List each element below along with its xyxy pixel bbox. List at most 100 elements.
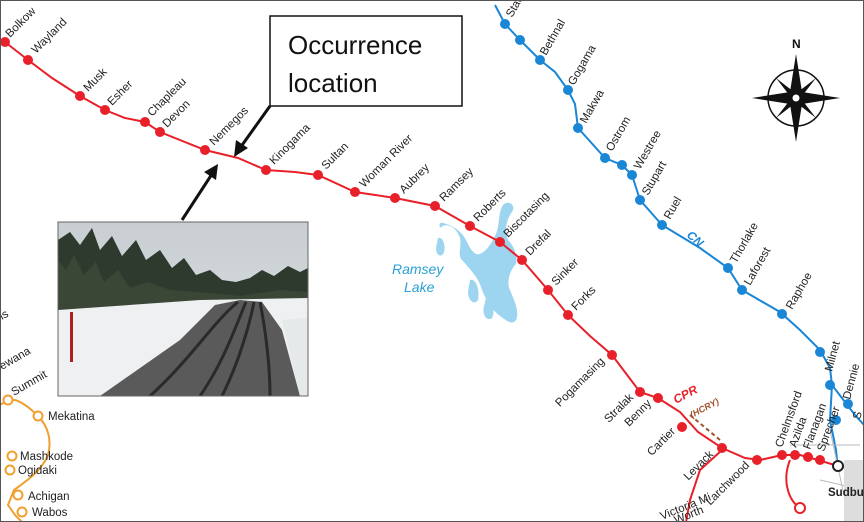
station-label: Cartier <box>645 426 678 459</box>
cn-dot <box>535 55 545 65</box>
station-label: Kinogama <box>268 122 314 168</box>
compass-rose-icon <box>752 54 840 142</box>
cn-dot <box>500 19 510 29</box>
sudbury-bar <box>844 460 864 522</box>
cpr-dot <box>200 145 210 155</box>
callout-arrow <box>234 105 272 157</box>
callout-line1: Occurrence <box>288 30 422 60</box>
other-line <box>0 399 51 522</box>
station-label: Dennie <box>841 362 862 400</box>
station-label: Ruel <box>662 195 684 221</box>
cn-dot <box>657 220 667 230</box>
station-label: ewana <box>0 345 33 373</box>
cpr-dot <box>430 201 440 211</box>
other-dot <box>6 450 18 462</box>
cpr-station-dots <box>0 37 825 465</box>
cpr-dot <box>261 165 271 175</box>
station-label: Summit <box>10 368 50 398</box>
cpr-dot <box>543 285 553 295</box>
station-label: Stac <box>504 0 526 20</box>
cn-dot <box>573 123 583 133</box>
cpr-dot <box>155 127 165 137</box>
station-label: Raphoe <box>784 271 815 312</box>
cn-dot <box>737 285 747 295</box>
station-label: Forks <box>570 284 599 313</box>
cn-dot <box>825 380 835 390</box>
cn-dot <box>831 415 841 425</box>
station-label: Ramsey <box>438 166 476 204</box>
cn-station-dots <box>500 19 853 425</box>
cn-dot <box>635 195 645 205</box>
sudbury-dot <box>794 502 806 514</box>
cpr-dot <box>23 55 33 65</box>
cn-dot <box>600 153 610 163</box>
lake-label-line1: Ramsey <box>392 261 444 277</box>
station-label: Sinker <box>550 256 582 288</box>
cpr-dot <box>350 187 360 197</box>
cpr-dot <box>563 310 573 320</box>
compass-north-label: N <box>792 37 801 51</box>
other-station-dots <box>2 394 44 518</box>
callout-box <box>269 15 463 107</box>
cpr-dot <box>677 422 687 432</box>
other-station-labels: ls ewana Summit Mekatina Mashkode Ogidak… <box>0 308 95 519</box>
other-dot <box>4 464 16 476</box>
station-label: Achigan <box>28 491 70 503</box>
station-label: Musk <box>82 66 110 94</box>
cpr-dot <box>752 455 762 465</box>
cpr-dot <box>635 387 645 397</box>
cpr-dot <box>140 117 150 127</box>
cn-station-labels: Stac Bethnal Gogama Makwa Ostrom Westree… <box>504 0 864 421</box>
cn-dot <box>815 347 825 357</box>
other-dot <box>2 394 14 406</box>
cn-dot <box>843 399 853 409</box>
other-dot <box>16 506 28 518</box>
hcry-railway-label: (HCRY) <box>688 396 720 420</box>
cpr-dot <box>803 452 813 462</box>
station-label: Mekatina <box>48 411 95 423</box>
cpr-dot <box>790 450 800 460</box>
cn-dot <box>723 263 733 273</box>
cpr-dot <box>0 37 10 47</box>
station-label: Wabos <box>32 507 68 519</box>
station-label: Sultan <box>320 141 352 173</box>
station-label: Wayland <box>30 16 70 56</box>
station-label: Milnet <box>823 339 843 373</box>
cn-dot <box>627 170 637 180</box>
station-label: Aubrey <box>398 162 432 196</box>
cpr-dot <box>517 255 527 265</box>
cpr-dot <box>717 443 727 453</box>
cn-dot <box>563 85 573 95</box>
cpr-branch <box>685 449 723 522</box>
cpr-branch-2 <box>785 459 801 509</box>
lake-label-line2: Lake <box>404 279 435 295</box>
cpr-railway-label: CPR <box>671 382 700 406</box>
cpr-dot <box>815 455 825 465</box>
cn-dot <box>777 309 787 319</box>
cpr-dot <box>607 350 617 360</box>
station-label: Makwa <box>578 87 607 125</box>
station-label: Gogama <box>566 43 599 88</box>
other-dot <box>32 410 44 422</box>
photo-arrow <box>180 164 218 221</box>
station-label: Pogamasing <box>553 356 607 410</box>
station-label: S <box>851 410 864 421</box>
cpr-dot <box>313 170 323 180</box>
sudbury-dot <box>832 460 844 472</box>
station-label: Ogidaki <box>18 465 57 477</box>
other-dot <box>12 489 24 501</box>
station-label: Bethnal <box>538 18 568 58</box>
cpr-dot <box>75 91 85 101</box>
cpr-dot <box>777 450 787 460</box>
station-label: Esher <box>106 78 136 108</box>
station-label: Laforest <box>742 245 774 288</box>
cpr-dot <box>390 193 400 203</box>
cn-railway-label: CN <box>684 228 706 250</box>
station-label: Mashkode <box>20 451 73 463</box>
station-label: Ostrom <box>604 115 633 154</box>
station-label: ls <box>0 308 11 323</box>
cpr-dot <box>653 393 663 403</box>
sudbury-label: Sudbur <box>828 487 864 499</box>
station-label: Levack <box>682 448 716 482</box>
